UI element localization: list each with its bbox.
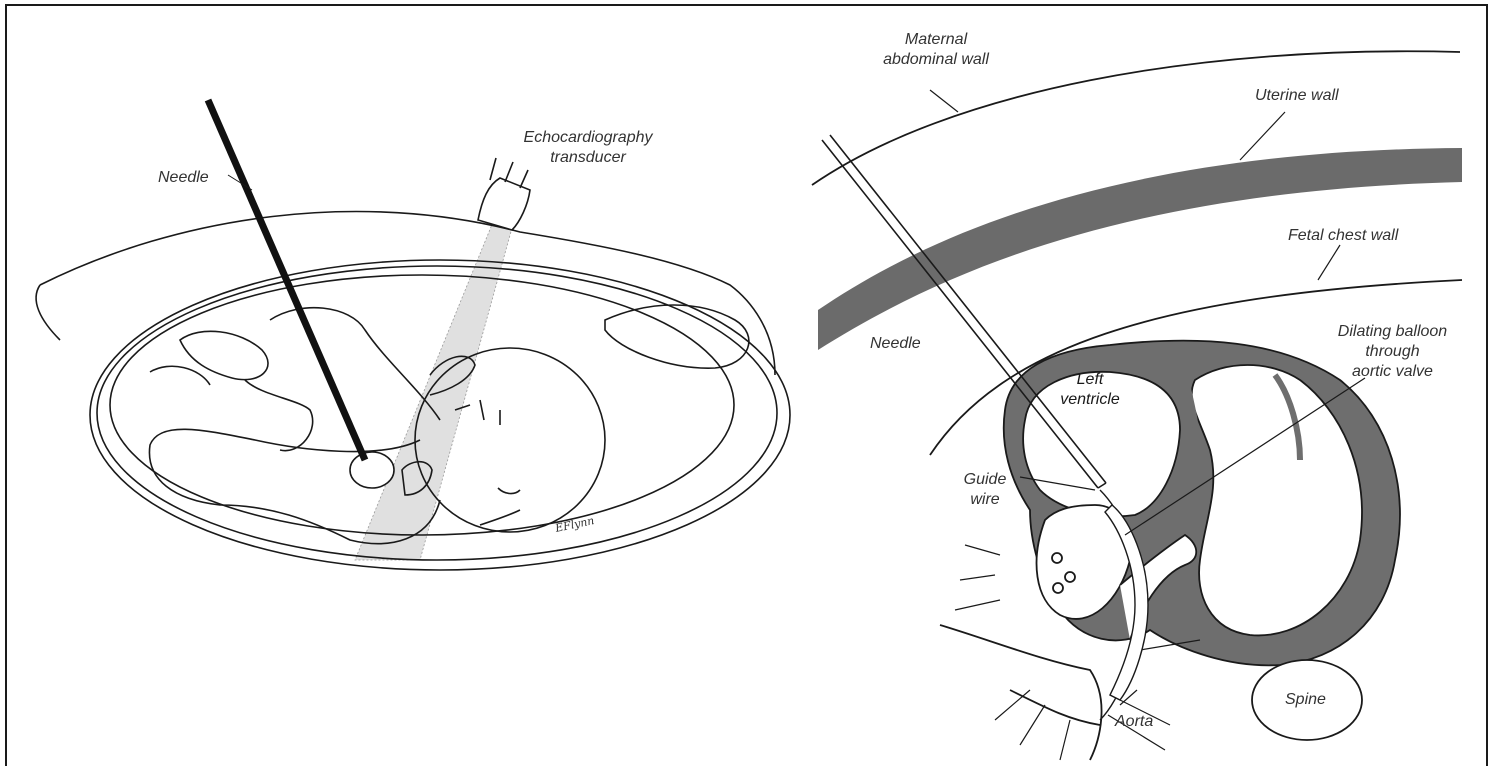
uterine-leader: [1240, 112, 1285, 160]
balloon-label-line2: through: [1300, 342, 1485, 362]
fetal-heart: [350, 452, 394, 488]
maternal-abdomen-outline: [40, 212, 775, 375]
needle-label-right: Needle: [870, 334, 921, 354]
echo-transducer: [478, 178, 530, 230]
balloon-label-line1: Dilating balloon: [1300, 322, 1485, 342]
fetal-chest-wall-label: Fetal chest wall: [1288, 226, 1398, 246]
transducer-label-line2: transducer: [498, 148, 678, 168]
guide-wire-label-line1: Guide: [950, 470, 1020, 490]
uterine-wall-band: [818, 148, 1462, 350]
transducer-label: Echocardiography transducer: [498, 128, 678, 168]
valve-dot: [1052, 553, 1062, 563]
maternal-lower-outline: [36, 285, 60, 340]
needle-label: Needle: [158, 168, 209, 188]
balloon-label: Dilating balloon through aortic valve: [1300, 322, 1485, 382]
valve-dot: [1065, 572, 1075, 582]
transducer-label-line1: Echocardiography: [498, 128, 678, 148]
valve-dot: [1053, 583, 1063, 593]
left-panel-drawing: [36, 100, 790, 570]
lv-label: Left ventricle: [1050, 370, 1130, 410]
right-panel-drawing: [812, 51, 1462, 760]
aorta: [940, 625, 1102, 760]
aorta-label: Aorta: [1115, 712, 1153, 732]
fetal-knee: [150, 366, 210, 385]
maternal-wall-label-line1: Maternal: [866, 30, 1006, 50]
fetal-face: [455, 400, 520, 525]
spine-label: Spine: [1285, 690, 1326, 710]
balloon-label-line3: aortic valve: [1300, 362, 1485, 382]
maternal-wall-label: Maternal abdominal wall: [866, 30, 1006, 70]
fetal-chest-leader: [1318, 245, 1340, 280]
lv-label-line1: Left: [1050, 370, 1130, 390]
uterine-wall-label: Uterine wall: [1255, 86, 1339, 106]
lv-label-line2: ventricle: [1050, 390, 1130, 410]
guide-wire-label-line2: wire: [950, 490, 1020, 510]
ultrasound-beam: [355, 222, 512, 560]
maternal-leader: [930, 90, 958, 112]
guide-wire-label: Guide wire: [950, 470, 1020, 510]
fetal-leg: [180, 331, 268, 379]
maternal-wall-label-line2: abdominal wall: [866, 50, 1006, 70]
